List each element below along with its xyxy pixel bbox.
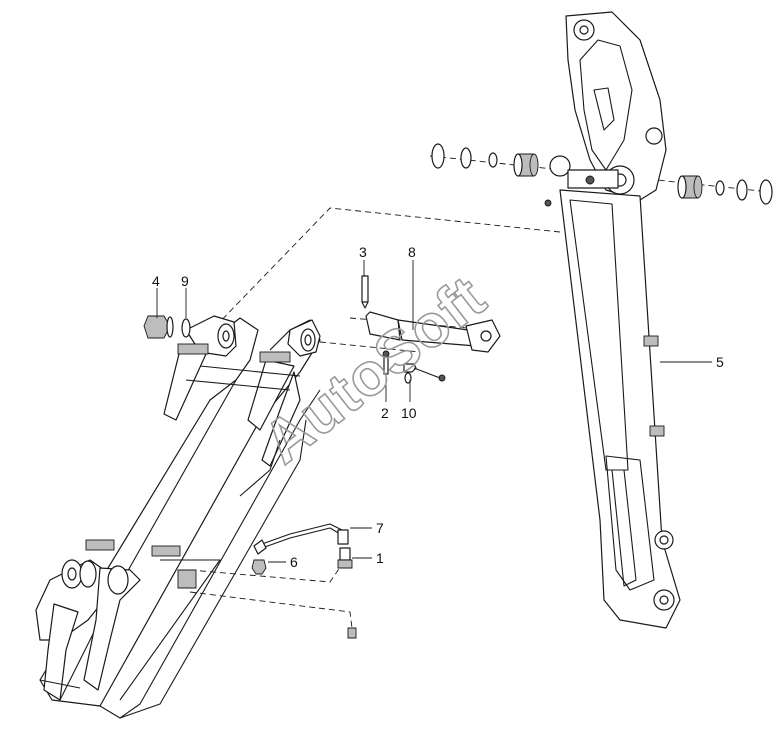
callout-6: 6 xyxy=(290,554,298,570)
arm-part-5 xyxy=(549,11,681,629)
pin-part-3 xyxy=(361,275,369,309)
callout-8: 8 xyxy=(408,244,416,260)
fitting-part-6 xyxy=(251,559,267,575)
callout-1: 1 xyxy=(376,550,384,566)
callout-3: 3 xyxy=(359,244,367,260)
callout-labels: 1 2 3 4 5 6 7 8 9 10 xyxy=(152,244,724,570)
washer-part-9 xyxy=(181,318,191,338)
callout-7: 7 xyxy=(376,520,384,536)
callout-5: 5 xyxy=(716,354,724,370)
callout-4: 4 xyxy=(152,273,160,289)
washer-part-10 xyxy=(404,372,412,384)
hose-part-7 xyxy=(253,523,349,555)
boom-left xyxy=(35,315,321,719)
callout-2: 2 xyxy=(381,405,389,421)
nut-part-4 xyxy=(143,315,174,339)
pivot-washers xyxy=(431,143,773,207)
callout-9: 9 xyxy=(181,273,189,289)
grease-nipple xyxy=(347,627,357,639)
bolt-part-2 xyxy=(382,350,446,382)
callout-leaders xyxy=(156,260,712,563)
fitting-part-1 xyxy=(337,547,353,569)
pin-part-8 xyxy=(365,311,501,353)
callout-10: 10 xyxy=(401,405,417,421)
